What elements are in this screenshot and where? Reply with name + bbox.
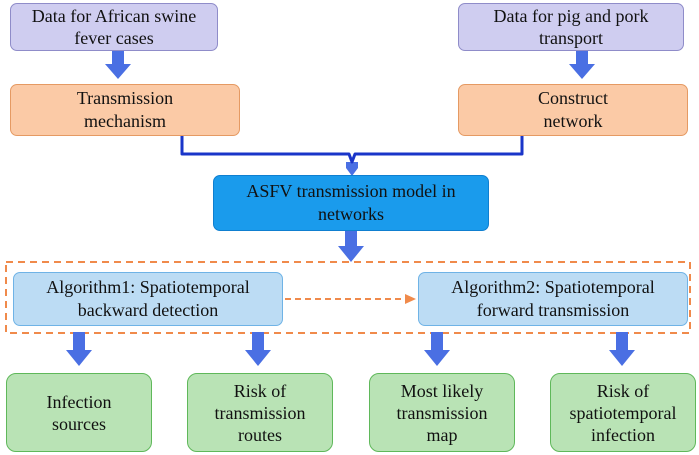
infection-line-3: infection <box>591 424 655 445</box>
transmission-map-box: Most likely transmission map <box>369 373 515 452</box>
routes-line-1: Risk of <box>233 380 287 401</box>
algorithm2-box: Algorithm2: Spatiotemporal forward trans… <box>418 272 688 326</box>
algorithm1-box: Algorithm1: Spatiotemporal backward dete… <box>13 272 283 326</box>
transport-line-1: Data for pig and pork <box>493 6 649 26</box>
transport-data-box: Data for pig and pork transport <box>458 3 684 51</box>
map-line-3: map <box>426 424 458 445</box>
spatiotemporal-infection-box: Risk of spatiotemporal infection <box>550 373 696 452</box>
arrow-to-infection-sources <box>66 332 92 366</box>
map-line-2: transmission <box>396 402 488 423</box>
algorithm1-line-1: Algorithm1: Spatiotemporal <box>46 277 250 297</box>
arrow-to-transmission-map <box>424 332 450 366</box>
construct-network-box: Construct network <box>458 84 688 136</box>
asf-cases-data-box: Data for African swine fever cases <box>10 3 218 51</box>
routes-line-3: routes <box>237 424 282 445</box>
mechanism-line-1: Transmission <box>76 88 174 108</box>
model-line-1: ASFV transmission model in <box>246 181 456 201</box>
algorithm1-line-2: backward detection <box>77 300 219 320</box>
asfv-model-box: ASFV transmission model in networks <box>213 175 489 231</box>
infection-line-1: Risk of <box>596 380 650 401</box>
transmission-mechanism-box: Transmission mechanism <box>10 84 240 136</box>
network-line-2: network <box>543 111 603 131</box>
arrow-to-spatiotemporal-infection <box>609 332 635 366</box>
model-line-2: networks <box>317 204 384 224</box>
algorithm2-line-2: forward transmission <box>476 300 630 320</box>
mechanism-line-2: mechanism <box>84 111 166 131</box>
infection-sources-box: Infection sources <box>6 373 152 452</box>
arrow-model-to-algorithms <box>338 230 364 262</box>
sources-line-1: Infection <box>46 391 112 412</box>
transmission-routes-box: Risk of transmission routes <box>187 373 333 452</box>
arrow-to-transmission-routes <box>245 332 271 366</box>
network-line-1: Construct <box>538 88 608 108</box>
dashed-arrowhead <box>405 294 416 304</box>
arrow-transport-to-network <box>569 48 595 79</box>
algorithm2-line-1: Algorithm2: Spatiotemporal <box>451 277 655 297</box>
asf-cases-line-1: Data for African swine <box>31 6 197 26</box>
asf-cases-line-2: fever cases <box>74 28 154 48</box>
sources-line-2: sources <box>52 413 106 434</box>
map-line-1: Most likely <box>400 380 484 401</box>
algorithms-dashed-frame <box>5 261 691 334</box>
arrow-bracket-to-model <box>346 162 358 176</box>
routes-line-2: transmission <box>214 402 306 423</box>
merge-bracket <box>180 136 524 164</box>
infection-line-2: spatiotemporal <box>569 402 677 423</box>
arrow-asf-to-mechanism <box>105 48 131 79</box>
transport-line-2: transport <box>539 28 603 48</box>
